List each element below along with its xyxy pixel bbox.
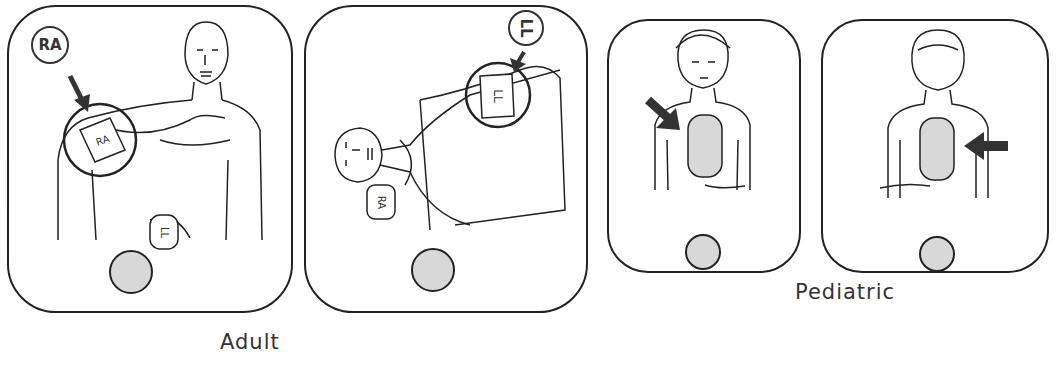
electrode-pad xyxy=(688,115,722,177)
child-figure xyxy=(655,30,750,190)
callout-label: RA xyxy=(38,36,61,54)
electrode-pad xyxy=(150,215,178,249)
pointer-arrow xyxy=(964,132,984,160)
callout-circle: LL xyxy=(508,10,544,46)
pointer-arrow xyxy=(656,108,680,130)
highlight-circle xyxy=(64,104,136,176)
group-caption: Adult xyxy=(220,330,280,354)
leader-arrow xyxy=(74,94,90,112)
pad-label: LL xyxy=(490,89,504,102)
pad-label: RA xyxy=(376,195,387,208)
leader-arrow xyxy=(70,76,82,100)
leader-arrow xyxy=(518,52,524,62)
pad-card xyxy=(8,6,292,312)
group-caption: Pediatric xyxy=(795,280,895,304)
adult-figure xyxy=(58,22,262,240)
pointer-arrow xyxy=(648,100,668,118)
button-symbol xyxy=(412,249,454,291)
callout-label: LL xyxy=(517,18,535,37)
button-symbol xyxy=(920,237,954,271)
pad-card xyxy=(822,20,1048,272)
electrode-pad xyxy=(367,185,395,219)
electrode-pad xyxy=(920,118,954,180)
electrode-pad xyxy=(480,74,514,118)
leader-arrow xyxy=(510,58,526,72)
highlight-circle xyxy=(466,63,530,127)
callout-circle: RA xyxy=(31,26,69,64)
button-symbol xyxy=(686,235,720,269)
pad-card xyxy=(305,6,587,312)
electrode-pad xyxy=(80,118,125,162)
pad-card xyxy=(608,20,800,272)
pointer-arrow xyxy=(980,141,1008,151)
button-symbol xyxy=(110,251,152,293)
pad-label: LL xyxy=(159,226,170,237)
child-figure xyxy=(880,30,988,198)
